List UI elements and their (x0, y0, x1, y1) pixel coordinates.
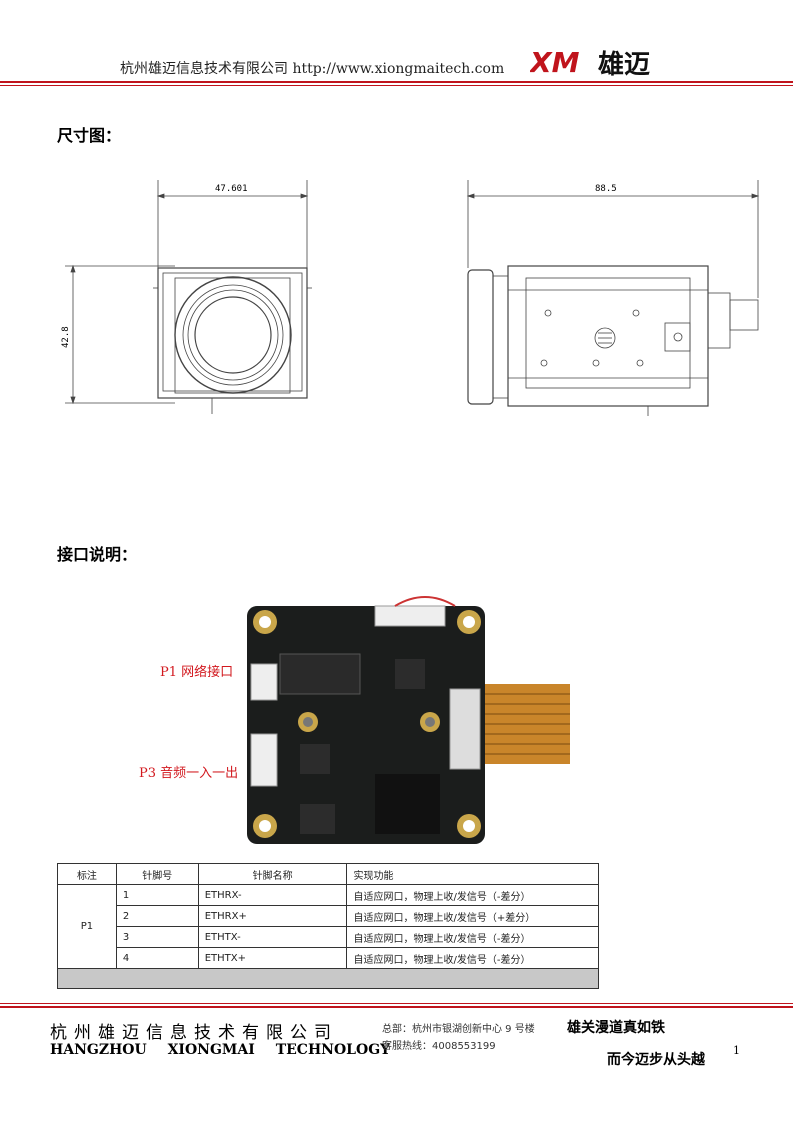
footer-company-cn: 杭州雄迈信息技术有限公司 (50, 1023, 338, 1043)
pin-name: ETHRX- (197, 884, 348, 906)
footer-hotline: 客服热线：4008553199 (382, 1041, 496, 1052)
table-row: 3 ETHTX- 自适应网口，物理上收/发信号（-差分） (58, 926, 599, 948)
table-row: 4 ETHTX+ 自适应网口，物理上收/发信号（-差分） (58, 947, 599, 969)
pin-function: 自适应网口，物理上收/发信号（-差分） (346, 926, 599, 948)
pcb-board-image (247, 596, 570, 844)
pin-no: 3 (115, 926, 199, 948)
front-width-dim: 47.601 (215, 184, 248, 194)
header-divider (0, 81, 793, 83)
footer-address: 总部：杭州市银湖创新中心 9 号楼 (382, 1024, 535, 1035)
footer-divider-thin (0, 1003, 793, 1004)
pin-name: ETHRX+ (197, 905, 348, 927)
pin-function: 自适应网口，物理上收/发信号（-差分） (346, 947, 599, 969)
logo-mark: XM (530, 46, 580, 79)
header-company-url: 杭州雄迈信息技术有限公司 http://www.xiongmaitech.com (120, 61, 505, 77)
group-p1: P1 (57, 884, 117, 969)
side-view-drawing: 88.5 (466, 180, 760, 416)
table-header-row: 标注 针脚号 针脚名称 实现功能 (57, 863, 599, 885)
page-number: 1 (733, 1044, 740, 1057)
pin-name: ETHTX- (197, 926, 348, 948)
pin-table: 标注 针脚号 针脚名称 实现功能 P1 1 ETHRX- 自适应网口，物理上收/… (57, 863, 599, 989)
header-pin-name: 针脚名称 (197, 863, 348, 885)
label-p1-network: P1 网络接口 (160, 665, 234, 680)
footer-slogan-2: 而今迈步从头越 (607, 1052, 705, 1068)
header-mark: 标注 (57, 863, 117, 885)
xm-logo-icon: XM (530, 46, 580, 79)
label-p3-audio: P3 音频一入一出 (139, 766, 239, 781)
header-function: 实现功能 (346, 863, 599, 885)
interface-title: 接口说明： (57, 545, 138, 564)
header-divider-thin (0, 85, 793, 86)
pin-function: 自适应网口，物理上收/发信号（+差分） (346, 905, 599, 927)
pin-no: 4 (115, 947, 199, 969)
logo-cn-text: 雄迈 (598, 50, 651, 80)
dimension-title: 尺寸图： (57, 126, 122, 145)
pin-function: 自适应网口，物理上收/发信号（-差分） (346, 884, 599, 906)
pin-no: 2 (115, 905, 199, 927)
footer-divider (0, 1006, 793, 1008)
table-filler-row (57, 968, 599, 989)
header-pin-no: 针脚号 (115, 863, 199, 885)
side-width-dim: 88.5 (595, 184, 617, 194)
front-height-dim: 42.8 (61, 326, 71, 348)
pin-name: ETHTX+ (197, 947, 348, 969)
front-view-drawing: 47.601 42.8 (61, 180, 312, 414)
table-row: 2 ETHRX+ 自适应网口，物理上收/发信号（+差分） (58, 905, 599, 927)
footer-slogan-1: 雄关漫道真如铁 (567, 1020, 665, 1036)
pin-no: 1 (115, 884, 199, 906)
footer-company-en: HANGZHOU XIONGMAI TECHNOLOGY (50, 1042, 391, 1058)
table-row: P1 1 ETHRX- 自适应网口，物理上收/发信号（-差分） (57, 884, 599, 969)
